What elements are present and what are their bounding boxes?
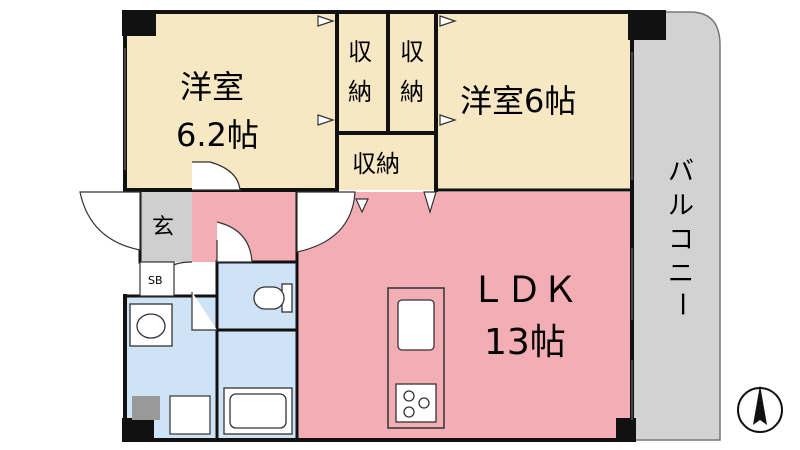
sink-icon bbox=[397, 299, 435, 351]
svg-text:ル: ル bbox=[668, 191, 694, 221]
ldk-floor bbox=[297, 192, 633, 440]
ldk-size: 13帖 bbox=[484, 322, 566, 363]
shoe-box-label: SB bbox=[148, 274, 163, 287]
western-room-1-floor bbox=[125, 12, 337, 190]
svg-text:納: 納 bbox=[348, 78, 372, 106]
svg-text:収: 収 bbox=[348, 38, 372, 66]
north-arrow-icon bbox=[737, 385, 783, 433]
closet-1-label: 収 納 bbox=[348, 38, 372, 106]
closet-2-label: 収 納 bbox=[400, 38, 424, 106]
wall-posts bbox=[122, 10, 666, 442]
western-room-1-name: 洋室 bbox=[180, 68, 244, 106]
washer-space bbox=[169, 395, 211, 435]
svg-text:バ: バ bbox=[668, 157, 694, 187]
svg-text:収: 収 bbox=[400, 38, 424, 66]
svg-text:コ: コ bbox=[668, 225, 694, 255]
entrance-label: 玄 bbox=[152, 215, 174, 240]
svg-text:ニ: ニ bbox=[668, 259, 694, 289]
windows bbox=[124, 48, 633, 420]
western-room-2-label: 洋室6帖 bbox=[460, 82, 576, 120]
balcony-floor bbox=[631, 11, 721, 441]
stove-icon bbox=[395, 383, 437, 423]
western-room-2-floor bbox=[436, 12, 632, 190]
closet-3-label: 収納 bbox=[352, 150, 400, 178]
svg-text:ー: ー bbox=[666, 291, 696, 317]
toilet-icon bbox=[253, 283, 293, 313]
ldk-name: ＬＤＫ bbox=[470, 270, 578, 311]
svg-text:納: 納 bbox=[400, 78, 424, 106]
bathtub-icon bbox=[223, 387, 293, 435]
balcony-label: バ ル コ ニ ー bbox=[666, 157, 696, 317]
shoe-box bbox=[139, 261, 175, 297]
western-room-1-size: 6.2帖 bbox=[176, 116, 259, 154]
entrance-floor bbox=[140, 192, 192, 262]
washbasin-icon bbox=[129, 303, 173, 347]
